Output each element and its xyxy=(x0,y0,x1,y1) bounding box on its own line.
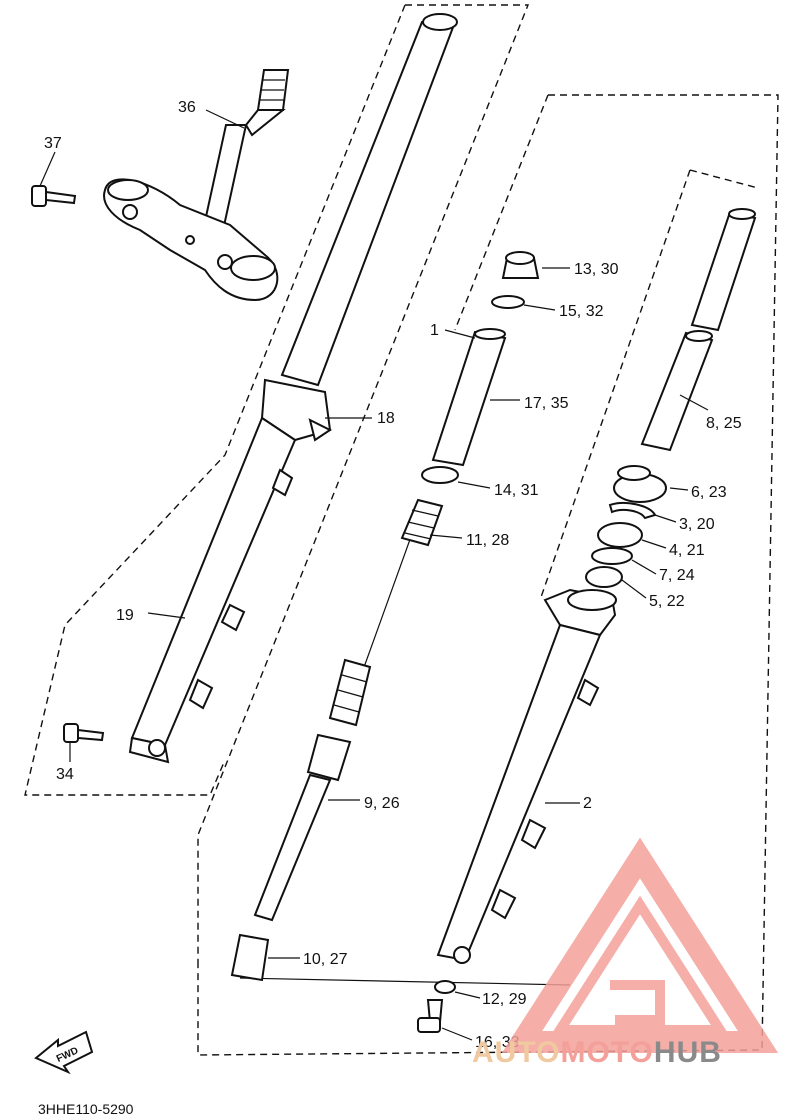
callout-3-20: 3, 20 xyxy=(679,516,715,533)
callout-13-30: 13, 30 xyxy=(574,261,619,278)
inner-tube-8 xyxy=(640,208,757,452)
callout-12-29: 12, 29 xyxy=(482,991,527,1008)
callout-17-35: 17, 35 xyxy=(524,395,569,412)
oil-lock-piece-10 xyxy=(230,933,270,982)
bolt-16 xyxy=(417,999,444,1033)
fork-spring-11 xyxy=(328,498,444,727)
callout-9-26: 9, 26 xyxy=(364,795,400,812)
callout-14-31: 14, 31 xyxy=(494,482,539,499)
callout-10-27: 10, 27 xyxy=(303,951,348,968)
assembly-2-outline xyxy=(539,169,759,601)
oil-seal-4 xyxy=(597,522,643,548)
spacer-tube-17 xyxy=(431,328,507,467)
damper-rod-9 xyxy=(253,733,352,922)
watermark-wordmark: AUTOMOTOHUB xyxy=(472,1036,722,1069)
watermark-text-hub: HUB xyxy=(654,1036,722,1069)
callout-34: 34 xyxy=(56,766,74,783)
assembly-1-inner-bracket xyxy=(239,977,571,986)
callout-8-25: 8, 25 xyxy=(706,415,742,432)
outer-tube-2 xyxy=(436,588,617,964)
leader-lines xyxy=(39,109,709,1041)
bushing-5 xyxy=(585,566,623,588)
dust-seal-6 xyxy=(613,465,667,503)
callout-37: 37 xyxy=(44,135,62,152)
watermark-text-moto: MOTO xyxy=(560,1036,653,1069)
o-ring-15 xyxy=(491,295,525,309)
bolt-37 xyxy=(31,185,77,207)
callout-19: 19 xyxy=(116,607,134,624)
callout-11-28: 11, 28 xyxy=(466,532,509,549)
washer-7 xyxy=(591,547,633,565)
callout-2: 2 xyxy=(583,795,592,812)
callout-6-23: 6, 23 xyxy=(691,484,727,501)
callout-18: 18 xyxy=(377,410,395,427)
assembly-1-outline xyxy=(197,94,779,1056)
automotohub-watermark-logo xyxy=(501,837,779,1053)
retaining-clip-3 xyxy=(608,502,657,520)
cap-bolt-13 xyxy=(501,251,540,279)
svg-text:AUTOMOTOHUB: AUTOMOTOHUB xyxy=(472,1036,722,1069)
washer-14 xyxy=(421,466,459,484)
callout-5-22: 5, 22 xyxy=(649,593,685,610)
callout-7-24: 7, 24 xyxy=(659,567,695,584)
steering-stem-lower-bracket xyxy=(103,69,290,302)
callout-4-21: 4, 21 xyxy=(669,542,705,559)
fork-leg-assembly-left xyxy=(128,13,458,764)
watermark-text-auto: AUTO xyxy=(472,1036,560,1069)
bolt-34 xyxy=(63,723,105,743)
callout-36: 36 xyxy=(178,99,196,116)
callout-15-32: 15, 32 xyxy=(559,303,604,320)
washer-12 xyxy=(434,980,456,994)
diagram-code: 3HHE110-5290 xyxy=(38,1101,134,1116)
callout-1: 1 xyxy=(430,322,439,339)
assembly-18-outline xyxy=(24,4,530,965)
fwd-direction-arrow: FWD xyxy=(34,1030,94,1075)
